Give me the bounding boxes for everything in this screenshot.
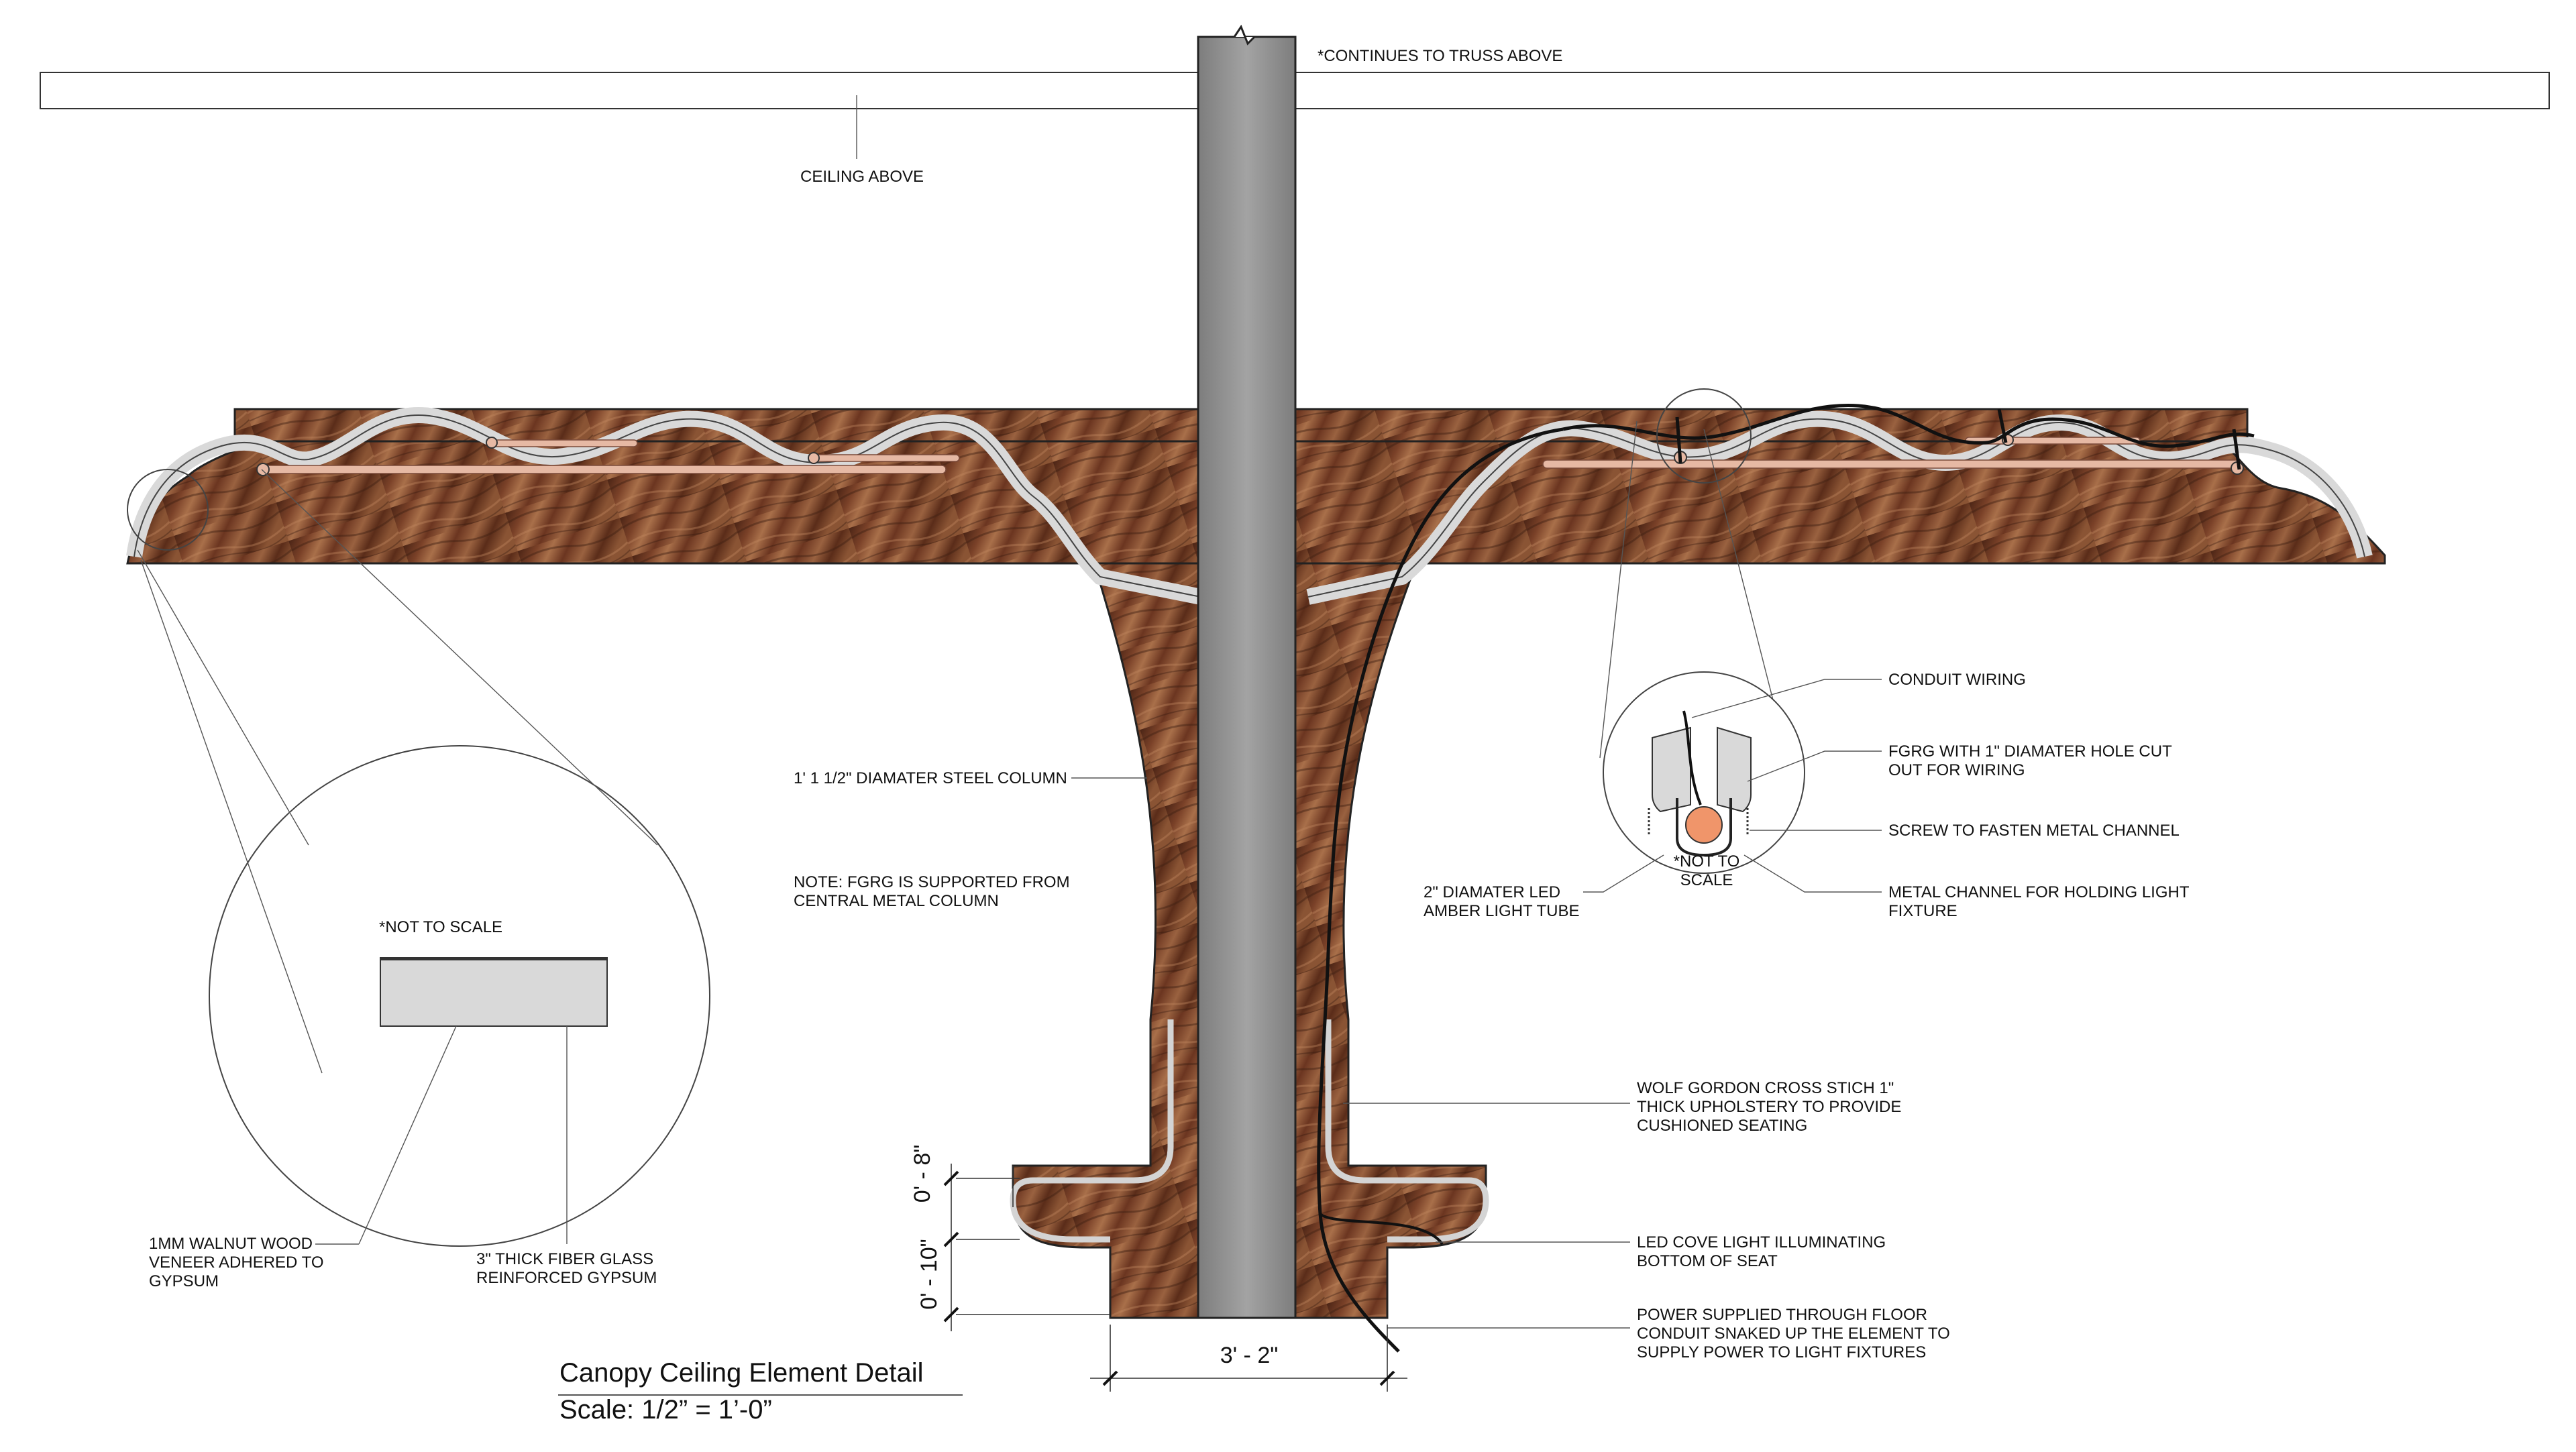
label-upholstery-1: WOLF GORDON CROSS STICH 1" [1637,1079,1894,1097]
label-power-1: POWER SUPPLIED THROUGH FLOOR [1637,1306,1927,1324]
left-detail-not-to-scale: *NOT TO SCALE [379,918,502,936]
note-fgrg-supported-1: NOTE: FGRG IS SUPPORTED FROM [794,873,1070,891]
label-upholstery-3: CUSHIONED SEATING [1637,1117,1807,1135]
label-fgrg-hole-1: FGRG WITH 1" DIAMATER HOLE CUT [1888,742,2172,761]
note-continues-to-truss: *CONTINUES TO TRUSS ABOVE [1318,47,1562,65]
label-power-2: CONDUIT SNAKED UP THE ELEMENT TO [1637,1325,1950,1343]
label-conduit-wiring: CONDUIT WIRING [1888,671,2026,689]
label-walnut-veneer-1: 1MM WALNUT WOOD [149,1235,313,1253]
label-fiberglass-1: 3" THICK FIBER GLASS [476,1250,653,1268]
conduit-wire-canopy [1562,404,2255,448]
detail-led-channel [1583,388,1882,893]
label-metal-channel-2: FIXTURE [1888,902,1957,920]
dimension-width: 3' - 2" [1220,1343,1279,1368]
led-tubes-left [256,437,960,476]
detail-walnut-veneer [127,469,710,1247]
steel-column [1197,36,1297,1319]
label-power-3: SUPPLY POWER TO LIGHT FIXTURES [1637,1343,1926,1361]
label-fgrg-hole-2: OUT FOR WIRING [1888,761,2025,779]
label-cove-light-1: LED COVE LIGHT ILLUMINATING [1637,1233,1886,1251]
label-led-tube-2: AMBER LIGHT TUBE [1424,902,1580,920]
dimension-upper: 0' - 8" [910,1145,935,1203]
label-steel-column: 1' 1 1/2" DIAMATER STEEL COLUMN [794,769,1067,787]
label-cove-light-2: BOTTOM OF SEAT [1637,1252,1778,1270]
label-walnut-veneer-2: VENEER ADHERED TO [149,1253,324,1272]
label-screw: SCREW TO FASTEN METAL CHANNEL [1888,822,2180,840]
label-ceiling-above: CEILING ABOVE [800,168,924,186]
dimension-lower: 0' - 10" [916,1239,942,1310]
label-upholstery-2: THICK UPHOLSTERY TO PROVIDE [1637,1098,1901,1116]
led-tubes-right [1542,434,2244,475]
label-metal-channel-1: METAL CHANNEL FOR HOLDING LIGHT [1888,883,2190,901]
label-led-tube-1: 2" DIAMATER LED [1424,883,1560,901]
note-fgrg-supported-2: CENTRAL METAL COLUMN [794,892,999,910]
conduit-wire-pedestal [1317,427,1564,1353]
label-fiberglass-2: REINFORCED GYPSUM [476,1269,657,1287]
drawing-title: Canopy Ceiling Element Detail [559,1358,924,1388]
right-detail-not-to-scale-2: SCALE [1680,871,1733,889]
upholstery-cushion [1010,1019,1174,1243]
label-walnut-veneer-3: GYPSUM [149,1272,219,1290]
right-detail-not-to-scale-1: *NOT TO [1674,852,1740,871]
dimension-lines [943,1164,1407,1392]
drawing-scale: Scale: 1/2” = 1’-0” [559,1395,772,1425]
